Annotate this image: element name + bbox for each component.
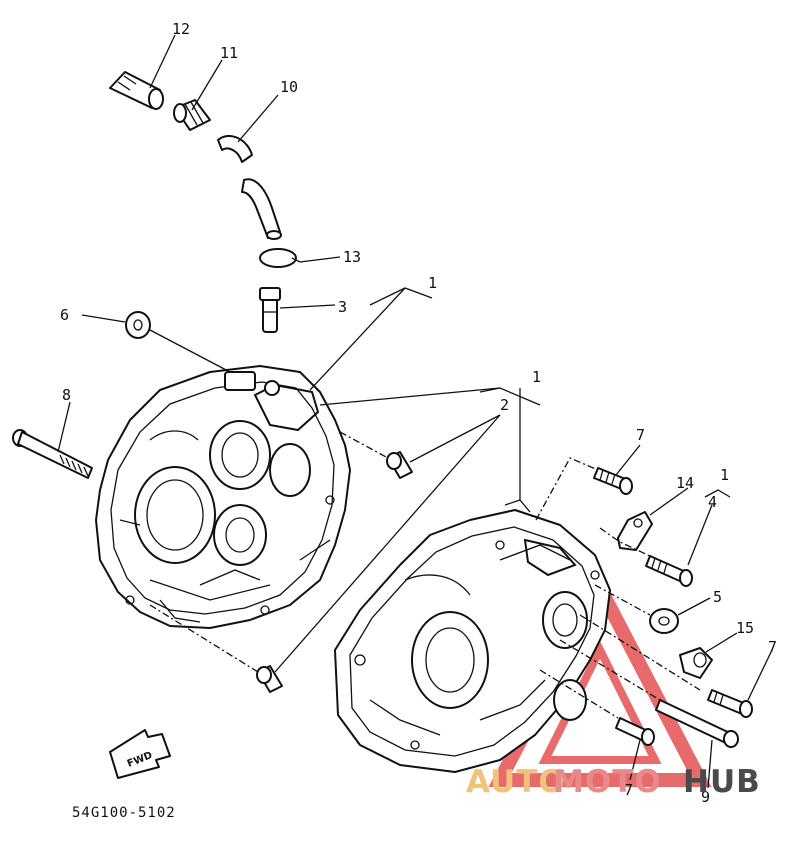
leader-lines [57, 34, 773, 789]
breather-cap-part-12 [109, 71, 164, 110]
bracket-part-14 [617, 511, 653, 551]
bolt-part-7-top [593, 467, 633, 495]
label-15: 15 [736, 619, 754, 637]
label-7-right: 7 [768, 638, 777, 656]
hose-clip-part-13 [259, 248, 301, 268]
washer-part-6 [125, 311, 151, 339]
bolt-part-7-bottom [615, 717, 655, 746]
label-13: 13 [343, 248, 361, 266]
label-1-mid: 1 [532, 368, 541, 386]
label-2: 2 [500, 396, 509, 414]
long-bolt-part-8 [12, 429, 93, 479]
dowel-pin-part-2-lower [256, 665, 283, 693]
hose-fitting-part-11 [173, 99, 211, 131]
label-10: 10 [280, 78, 298, 96]
watermark-hub: HUB [683, 764, 761, 800]
clamp-part-15 [679, 647, 713, 679]
label-5: 5 [713, 588, 722, 606]
watermark-moto: MOTO [553, 764, 662, 800]
bolt-part-7-right [707, 689, 753, 718]
label-1-right: 1 [720, 466, 729, 484]
left-crankcase-half [95, 365, 351, 629]
label-4: 4 [708, 493, 717, 511]
label-14: 14 [676, 474, 694, 492]
label-8: 8 [62, 386, 71, 404]
breather-hose-part-10 [217, 135, 282, 240]
long-bolt-part-9 [655, 699, 739, 748]
label-7-bottom: 7 [624, 781, 633, 799]
diagram-part-code: 54G100-5102 [72, 805, 176, 821]
callout-numbers: 12 11 10 13 3 1 6 1 2 8 7 14 1 4 5 15 7 … [60, 20, 777, 806]
label-12: 12 [172, 20, 190, 38]
label-11: 11 [220, 44, 238, 62]
right-crankcase-half [334, 499, 611, 773]
dowel-pin-part-2-upper [386, 451, 413, 479]
washer-part-5 [649, 608, 679, 634]
assembly-axis-lines [149, 431, 701, 719]
watermark-text: AUTO MOTO HUB [466, 764, 761, 800]
label-7-top: 7 [636, 426, 645, 444]
label-3: 3 [338, 298, 347, 316]
label-1-top: 1 [428, 274, 437, 292]
breather-nipple-part-3 [259, 287, 281, 333]
fwd-direction-arrow: FWD [109, 729, 171, 779]
label-9: 9 [701, 788, 710, 806]
watermark-auto: AUTO [466, 764, 566, 800]
label-6: 6 [60, 306, 69, 324]
bolt-part-4 [645, 555, 693, 587]
